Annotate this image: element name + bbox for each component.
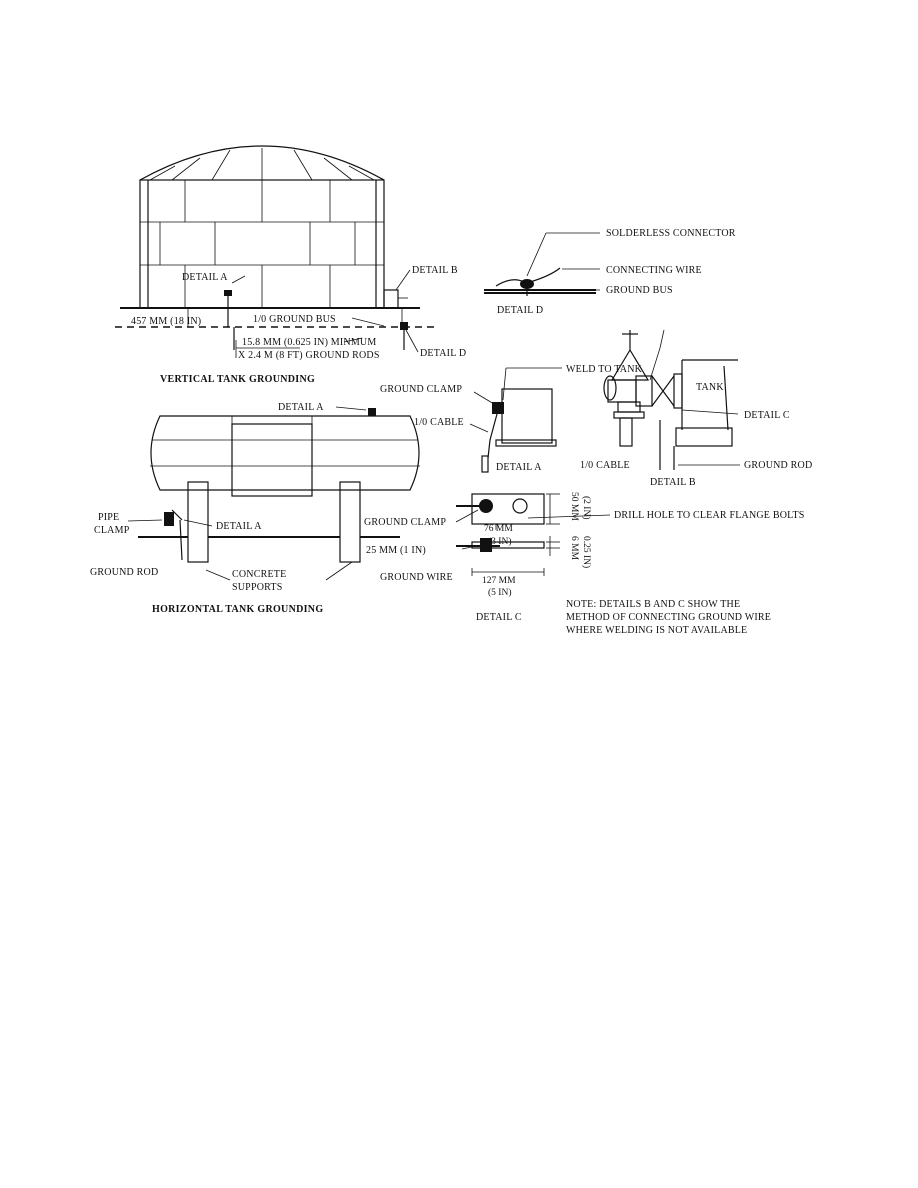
ht-detail-a-side-label: DETAIL A (216, 521, 262, 532)
dd-solderless-connector-label: SOLDERLESS CONNECTOR (606, 228, 736, 239)
ht-pipe-label: PIPE (98, 512, 119, 523)
horizontal-tank-drawing (127, 406, 420, 581)
vt-rod-length-label: X 2.4 M (8 FT) GROUND RODS (238, 350, 380, 361)
ht-ground-rod-label: GROUND ROD (90, 567, 158, 578)
ht-clamp-label: CLAMP (94, 525, 130, 536)
dc-width-76-in-label: (3 IN) (488, 536, 511, 547)
vt-title: VERTICAL TANK GROUNDING (160, 374, 315, 385)
dc-thick-6-label: 6 MM (569, 536, 579, 561)
note-line-2: METHOD OF CONNECTING GROUND WIRE (566, 612, 771, 623)
dc-drill-hole-label: DRILL HOLE TO CLEAR FLANGE BOLTS (614, 510, 805, 521)
ht-title: HORIZONTAL TANK GROUNDING (152, 604, 323, 615)
vt-rod-diameter-label: 15.8 MM (0.625 IN) MINMUM (242, 337, 376, 348)
detail-c-drawing (455, 493, 611, 576)
dc-width-127-in-label: (5 IN) (488, 587, 511, 598)
dd-ground-bus-label: GROUND BUS (606, 285, 673, 296)
ht-concrete-label: CONCRETE (232, 569, 286, 580)
ht-supports-label: SUPPORTS (232, 582, 282, 593)
vertical-tank-drawing (115, 145, 435, 358)
dd-caption: DETAIL D (497, 305, 543, 316)
db-ground-rod-label: GROUND ROD (744, 460, 812, 471)
dc-dim-25-label: 25 MM (1 IN) (366, 545, 426, 556)
dc-ground-clamp-label: GROUND CLAMP (364, 517, 446, 528)
dc-width-76-label: 76 MM (484, 524, 513, 534)
ht-detail-a-top-label: DETAIL A (278, 402, 324, 413)
da-weld-label: WELD TO TANK (566, 364, 643, 375)
vt-detail-a-label: DETAIL A (182, 272, 228, 283)
dc-ground-wire-label: GROUND WIRE (380, 572, 453, 583)
detail-b-drawing (603, 329, 740, 470)
dc-width-127-label: 127 MM (482, 576, 516, 586)
vt-detail-d-label: DETAIL D (420, 348, 466, 359)
dc-caption: DETAIL C (476, 612, 522, 623)
vt-ground-bus-label: 1/0 GROUND BUS (253, 314, 336, 325)
dd-connecting-wire-label: CONNECTING WIRE (606, 265, 702, 276)
dc-height-50-in-label: (2 IN) (581, 496, 592, 519)
da-ground-clamp-label: GROUND CLAMP (380, 384, 462, 395)
dc-thick-6-in-label: 0.25 IN) (581, 536, 592, 568)
detail-d-drawing (484, 232, 600, 296)
da-cable-label: 1/0 CABLE (414, 417, 464, 428)
vt-depth-label: 457 MM (18 IN) (131, 316, 201, 327)
db-detail-c-label: DETAIL C (744, 410, 790, 421)
da-caption: DETAIL A (496, 462, 542, 473)
note-line-3: WHERE WELDING IS NOT AVAILABLE (566, 625, 747, 636)
db-caption: DETAIL B (650, 477, 696, 488)
detail-a-drawing (469, 367, 562, 473)
db-tank-label: TANK (696, 382, 724, 393)
note-line-1: NOTE: DETAILS B AND C SHOW THE (566, 599, 740, 610)
db-cable-label: 1/0 CABLE (580, 460, 630, 471)
dc-height-50-label: 50 MM (569, 492, 579, 521)
vt-detail-b-label: DETAIL B (412, 265, 458, 276)
